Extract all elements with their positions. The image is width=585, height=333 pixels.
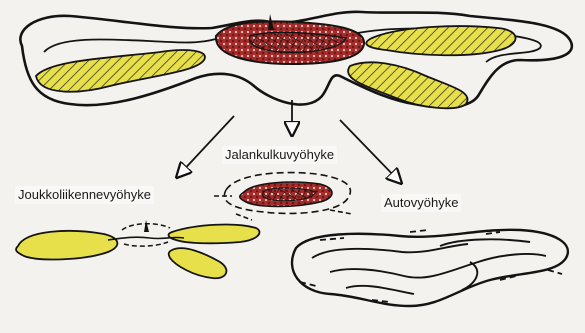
transit-zone-detail-spire-icon — [144, 220, 149, 232]
transit-zone-detail-lobe-south — [169, 248, 227, 278]
pedestrian-zone-label: Jalankulkuvyöhyke — [222, 146, 337, 164]
transit-zone-label: Joukkoliikennevyöhyke — [15, 186, 154, 204]
transit-zone-detail-lobe-west — [16, 231, 117, 260]
car-zone-detail-contours — [312, 239, 546, 294]
transit-zone-detail-lobe-east — [169, 225, 260, 244]
arrow-to-car-zone — [340, 120, 400, 182]
car-zone-label: Autovyöhyke — [381, 194, 461, 212]
